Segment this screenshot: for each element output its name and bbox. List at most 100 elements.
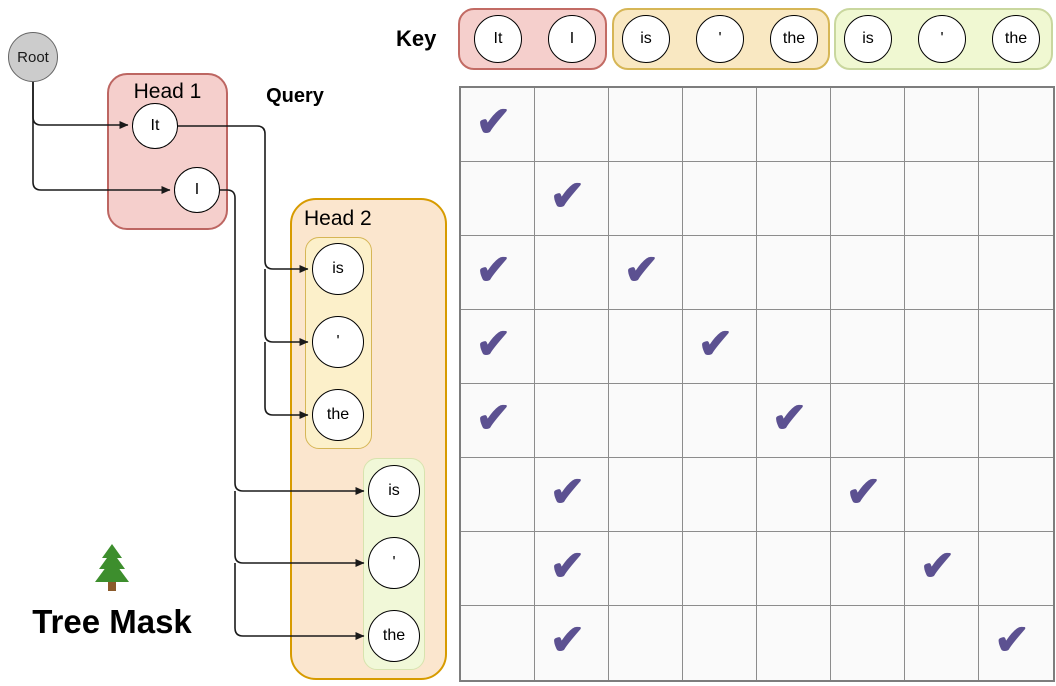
root-node-label: Root	[17, 48, 49, 66]
mask-cell-r8c6	[831, 606, 905, 680]
evergreen-tree-icon	[95, 544, 129, 591]
mask-cell-r1c8	[979, 88, 1053, 162]
query-node-is-upper-label: is	[332, 260, 344, 277]
mask-cell-r3c7	[905, 236, 979, 310]
mask-cell-r5c1: ✔	[461, 384, 535, 458]
key-token: the	[992, 15, 1040, 63]
mask-cell-r5c6	[831, 384, 905, 458]
key-token: '	[696, 15, 744, 63]
query-node-the-lower-label: the	[382, 627, 406, 644]
mask-cell-r4c1: ✔	[461, 310, 535, 384]
query-node-i-label: I	[194, 181, 200, 198]
figure-title: Tree Mask	[32, 603, 192, 640]
mask-cell-r5c3	[609, 384, 683, 458]
mask-cell-r5c7	[905, 384, 979, 458]
mask-cell-r2c7	[905, 162, 979, 236]
query-node-apostrophe-lower: '	[368, 537, 420, 589]
mask-grid: ✔ ✔ ✔ ✔ ✔ ✔ ✔ ✔ ✔ ✔ ✔ ✔ ✔ ✔	[459, 86, 1055, 682]
check-icon: ✔	[549, 541, 586, 589]
mask-cell-r7c6	[831, 532, 905, 606]
mask-cell-r7c2: ✔	[535, 532, 609, 606]
check-icon: ✔	[771, 393, 808, 441]
mask-cell-r4c5	[757, 310, 831, 384]
mask-cell-r1c5	[757, 88, 831, 162]
mask-cell-r2c8	[979, 162, 1053, 236]
mask-cell-r2c6	[831, 162, 905, 236]
mask-cell-r7c8	[979, 532, 1053, 606]
mask-cell-r7c3	[609, 532, 683, 606]
mask-cell-r5c5: ✔	[757, 384, 831, 458]
mask-cell-r1c6	[831, 88, 905, 162]
mask-cell-r3c3: ✔	[609, 236, 683, 310]
mask-cell-r6c4	[683, 458, 757, 532]
mask-cell-r7c1	[461, 532, 535, 606]
mask-cell-r2c5	[757, 162, 831, 236]
key-label: Key	[396, 26, 437, 51]
mask-cell-r5c4	[683, 384, 757, 458]
caption-block: Tree Mask	[12, 542, 212, 641]
mask-cell-r2c1	[461, 162, 535, 236]
key-token: I	[548, 15, 596, 63]
mask-cell-r5c2	[535, 384, 609, 458]
query-node-apostrophe-lower-label: '	[392, 554, 396, 571]
mask-cell-r8c3	[609, 606, 683, 680]
check-icon: ✔	[919, 541, 956, 589]
check-icon: ✔	[549, 171, 586, 219]
check-icon: ✔	[475, 393, 512, 441]
mask-cell-r3c2	[535, 236, 609, 310]
query-node-is-lower: is	[368, 465, 420, 517]
mask-cell-r3c1: ✔	[461, 236, 535, 310]
mask-cell-r7c4	[683, 532, 757, 606]
query-node-is-lower-label: is	[388, 482, 400, 499]
mask-cell-r1c1: ✔	[461, 88, 535, 162]
check-icon: ✔	[623, 245, 660, 293]
mask-cell-r8c4	[683, 606, 757, 680]
query-node-it: It	[132, 103, 178, 149]
key-token: '	[918, 15, 966, 63]
mask-cell-r6c3	[609, 458, 683, 532]
head2-label: Head 2	[304, 207, 372, 230]
mask-cell-r8c7	[905, 606, 979, 680]
mask-cell-r8c2: ✔	[535, 606, 609, 680]
mask-cell-r6c5	[757, 458, 831, 532]
mask-cell-r4c2	[535, 310, 609, 384]
root-node: Root	[8, 32, 58, 82]
mask-cell-r4c8	[979, 310, 1053, 384]
query-node-the-upper-label: the	[326, 406, 350, 423]
check-icon: ✔	[697, 319, 734, 367]
mask-cell-r4c7	[905, 310, 979, 384]
mask-cell-r1c7	[905, 88, 979, 162]
query-node-apostrophe-upper-label: '	[336, 333, 340, 350]
mask-cell-r1c3	[609, 88, 683, 162]
check-icon: ✔	[549, 616, 586, 663]
mask-cell-r6c8	[979, 458, 1053, 532]
query-node-is-upper: is	[312, 243, 364, 295]
mask-cell-r3c6	[831, 236, 905, 310]
query-node-the-upper: the	[312, 389, 364, 441]
mask-cell-r2c3	[609, 162, 683, 236]
mask-cell-r1c2	[535, 88, 609, 162]
check-icon: ✔	[475, 97, 512, 145]
mask-cell-r3c8	[979, 236, 1053, 310]
mask-cell-r8c8: ✔	[979, 606, 1053, 680]
check-icon: ✔	[994, 616, 1030, 663]
mask-cell-r8c5	[757, 606, 831, 680]
mask-cell-r3c4	[683, 236, 757, 310]
mask-cell-r2c4	[683, 162, 757, 236]
mask-cell-r1c4	[683, 88, 757, 162]
mask-cell-r6c2: ✔	[535, 458, 609, 532]
query-label: Query	[266, 85, 324, 107]
mask-cell-r4c3	[609, 310, 683, 384]
key-token: It	[474, 15, 522, 63]
mask-cell-r8c1	[461, 606, 535, 680]
check-icon: ✔	[549, 467, 586, 515]
key-token: is	[622, 15, 670, 63]
mask-cell-r6c7	[905, 458, 979, 532]
mask-cell-r5c8	[979, 384, 1053, 458]
check-icon: ✔	[475, 319, 512, 367]
key-token: the	[770, 15, 818, 63]
query-node-the-lower: the	[368, 610, 420, 662]
mask-cell-r6c6: ✔	[831, 458, 905, 532]
query-node-apostrophe-upper: '	[312, 316, 364, 368]
